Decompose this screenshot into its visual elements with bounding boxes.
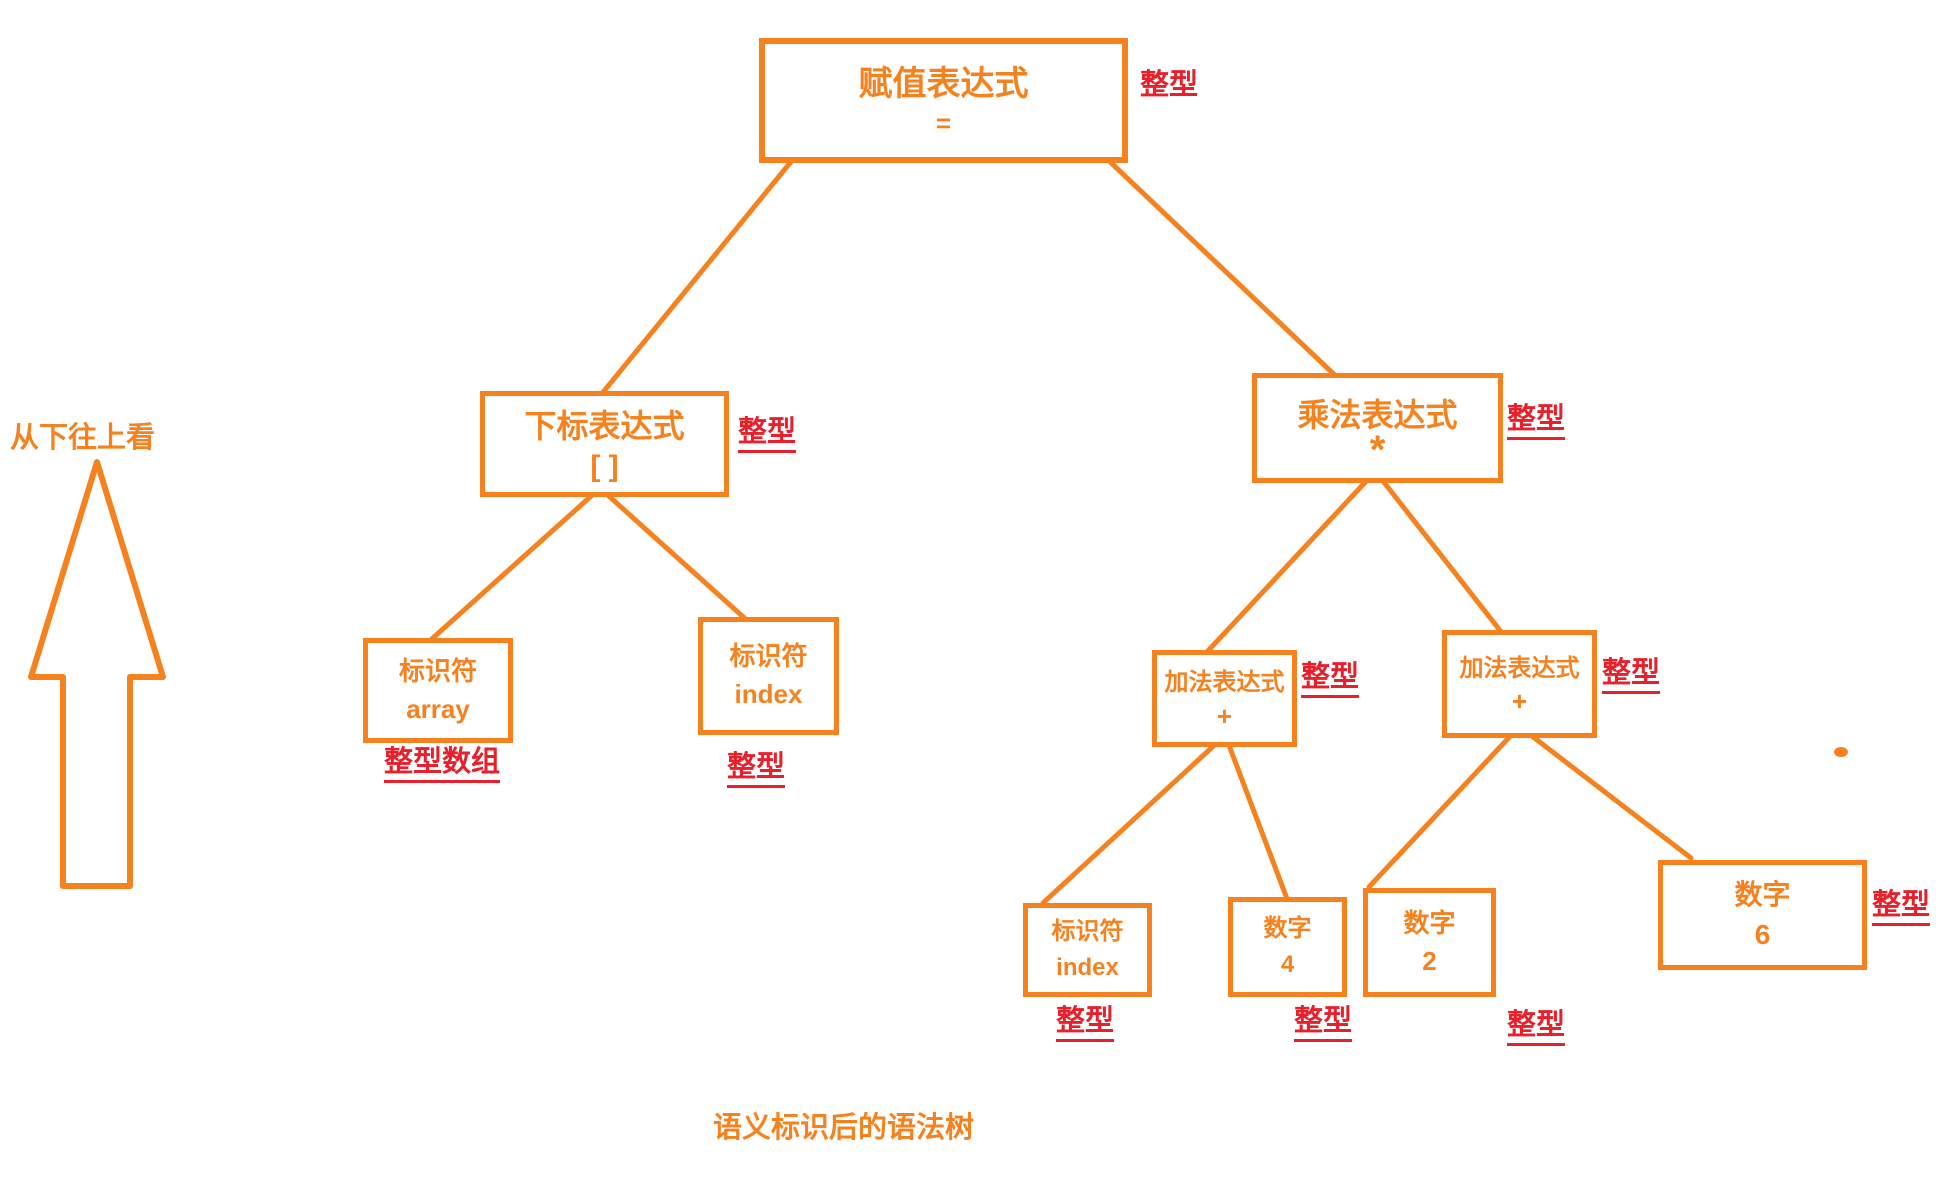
edge-subscript-array	[421, 486, 602, 649]
node-title: 加法表达式	[1164, 669, 1285, 696]
node-subscript-expression: 下标表达式 [ ]	[480, 391, 729, 497]
edge-multiply-addright	[1376, 473, 1516, 650]
node-title: 标识符	[729, 641, 808, 672]
edge-addleft-index	[1040, 737, 1223, 906]
type-annotation-subscript: 整型	[738, 417, 797, 454]
type-annotation-array: 整型数组	[384, 747, 501, 784]
type-annotation-num2: 整型	[1507, 1010, 1566, 1047]
node-symbol: +	[1511, 686, 1528, 717]
type-annotation-assign: 整型	[1140, 69, 1199, 101]
node-symbol: [ ]	[590, 449, 619, 483]
node-number-6: 数字 6	[1658, 860, 1867, 970]
node-title: 加法表达式	[1459, 654, 1580, 682]
up-arrow-icon	[28, 459, 166, 889]
edge-multiply-addleft	[1203, 473, 1374, 656]
node-number-4: 数字 4	[1228, 897, 1347, 997]
type-annotation-multiply: 整型	[1507, 404, 1566, 441]
edge-addright-num2	[1366, 727, 1519, 890]
edge-assign-subscript	[597, 155, 797, 399]
node-leaf-identifier-index: 标识符 index	[1023, 903, 1152, 997]
node-assign-expression: 赋值表达式 =	[759, 38, 1128, 163]
node-add-expression-left: 加法表达式 +	[1152, 650, 1297, 747]
node-number-2: 数字 2	[1363, 888, 1496, 997]
node-title: 数字	[1263, 915, 1312, 943]
edge-addright-num6	[1521, 727, 1694, 861]
node-title: 标识符	[398, 655, 477, 686]
node-title: 乘法表达式	[1297, 396, 1458, 433]
node-identifier-array: 标识符 array	[363, 638, 513, 743]
node-title: 下标表达式	[524, 408, 685, 445]
stray-dot	[1834, 747, 1848, 757]
type-annotation-num4: 整型	[1294, 1006, 1353, 1043]
node-symbol: =	[935, 108, 952, 139]
edge-addleft-num4	[1224, 737, 1292, 907]
type-annotation-leaf-index: 整型	[1056, 1006, 1115, 1043]
type-annotation-index: 整型	[727, 752, 786, 789]
node-symbol: 2	[1422, 945, 1437, 976]
node-identifier-index: 标识符 index	[698, 617, 839, 735]
type-annotation-num6: 整型	[1872, 890, 1931, 927]
node-symbol: *	[1369, 428, 1386, 473]
node-symbol: index	[734, 679, 803, 709]
node-symbol: 4	[1280, 951, 1295, 978]
node-symbol: array	[406, 693, 470, 724]
node-add-expression-right: 加法表达式 +	[1442, 630, 1597, 738]
node-title: 数字	[1734, 878, 1791, 910]
caption: 语义标识后的语法树	[713, 1112, 975, 1144]
side-label: 从下往上看	[10, 422, 156, 454]
node-title: 赋值表达式	[858, 65, 1029, 104]
node-symbol: index	[1056, 954, 1119, 981]
node-symbol: +	[1216, 700, 1233, 731]
node-symbol: 6	[1754, 919, 1771, 950]
node-multiply-expression: 乘法表达式 *	[1252, 373, 1503, 483]
type-annotation-add-left: 整型	[1301, 662, 1360, 699]
node-title: 标识符	[1051, 918, 1124, 946]
node-title: 数字	[1403, 907, 1456, 938]
edge-assign-multiply	[1103, 155, 1344, 384]
type-annotation-add-right: 整型	[1602, 658, 1661, 695]
